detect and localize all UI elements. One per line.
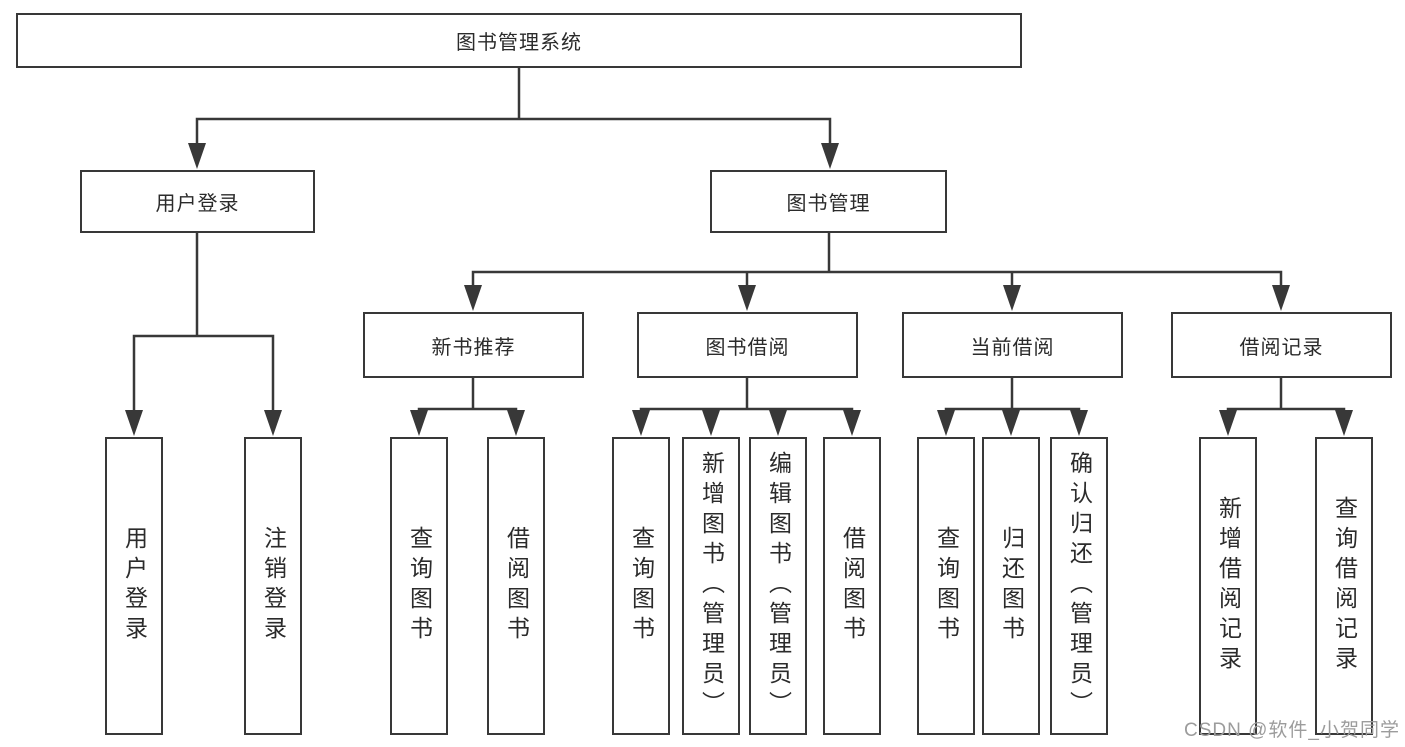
leaf-br-query-record-label: 查询借阅记录 [1331,496,1358,676]
node-book-borrow-label: 图书借阅 [705,336,790,359]
leaf-cb-confirm-return-admin-label: 确认归还（管理员） [1066,451,1093,721]
leaf-bb-edit-books-admin-label: 编辑图书（管理员） [765,451,792,721]
leaf-bb-edit-books-admin: 编辑图书（管理员） [749,437,807,735]
leaf-cb-query-books: 查询图书 [917,437,975,735]
leaf-bb-query-books: 查询图书 [612,437,670,735]
node-book-management: 图书管理 [710,170,947,233]
node-user-login-label: 用户登录 [155,193,240,215]
leaf-bb-add-books-admin-label: 新增图书（管理员） [698,451,725,721]
leaf-user-login-label: 用户登录 [121,526,148,646]
leaf-nbr-borrow-books: 借阅图书 [487,437,545,735]
node-current-borrow: 当前借阅 [902,312,1123,378]
leaf-nbr-query-books: 查询图书 [390,437,448,735]
watermark: CSDN @软件_小贺同学 [1184,720,1400,741]
leaf-bb-borrow-books-label: 借阅图书 [839,526,866,646]
leaf-bb-borrow-books: 借阅图书 [823,437,881,735]
root-node: 图书管理系统 [16,13,1022,68]
leaf-bb-query-books-label: 查询图书 [628,526,655,646]
leaf-nbr-query-books-label: 查询图书 [406,526,433,646]
leaf-cb-return-books: 归还图书 [982,437,1040,735]
node-borrow-records: 借阅记录 [1171,312,1392,378]
leaf-cb-confirm-return-admin: 确认归还（管理员） [1050,437,1108,735]
leaf-br-query-record: 查询借阅记录 [1315,437,1373,735]
leaf-nbr-borrow-books-label: 借阅图书 [503,526,530,646]
node-borrow-records-label: 借阅记录 [1239,336,1324,359]
root-node-label: 图书管理系统 [456,32,582,54]
node-new-book-recommend-label: 新书推荐 [431,336,516,359]
leaf-cb-return-books-label: 归还图书 [998,526,1025,646]
leaf-br-add-record-label: 新增借阅记录 [1215,496,1242,676]
node-book-borrow: 图书借阅 [637,312,858,378]
node-new-book-recommend: 新书推荐 [363,312,584,378]
node-book-management-label: 图书管理 [786,193,871,215]
arrowheads [125,143,1353,436]
leaf-bb-add-books-admin: 新增图书（管理员） [682,437,740,735]
leaf-logout-label: 注销登录 [260,526,287,646]
leaf-br-add-record: 新增借阅记录 [1199,437,1257,735]
leaf-cb-query-books-label: 查询图书 [933,526,960,646]
leaf-logout: 注销登录 [244,437,302,735]
leaf-user-login: 用户登录 [105,437,163,735]
node-user-login: 用户登录 [80,170,315,233]
node-current-borrow-label: 当前借阅 [970,336,1055,359]
